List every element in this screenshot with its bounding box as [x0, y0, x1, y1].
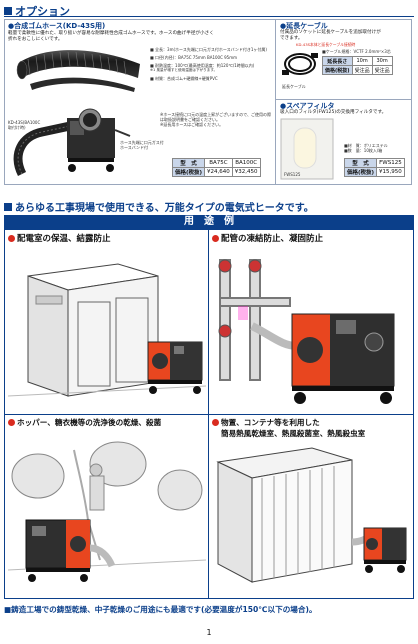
- filter-spec-material: ■材 質：ポリエステル: [344, 143, 388, 148]
- usage-panel-3-illustration: [8, 441, 206, 582]
- cable-table-price-header: 価格(税抜): [322, 65, 353, 75]
- page-number: 1: [206, 628, 212, 637]
- cable-table-price-1: 受注品: [351, 65, 373, 75]
- options-box: [4, 19, 412, 185]
- section-options-header: オプション: [4, 3, 414, 19]
- usage-panel-2-illustration: [218, 259, 395, 404]
- usage-panel-1-illustration: [8, 263, 206, 397]
- hose-table-price-1: ¥24,640: [204, 167, 233, 177]
- filter-desc: 吸入口のフィルタ(FW125)の交換用フィルタです。: [280, 110, 387, 115]
- usage-panel-4-illustration: [216, 447, 407, 583]
- hose-spec-heat: ■ 耐熱温度：100℃(最高使用温度：約120℃/1時間以内): [150, 63, 255, 68]
- usage-panel-1-text: 配電室の保温、結露防止: [17, 234, 111, 244]
- cable-caption: 延長ケーブル: [282, 84, 306, 89]
- cable-title: ●延長ケーブル: [280, 22, 328, 30]
- hose-spec-material: ■ 材質：合成ゴム+硬鋼線+硬質PVC: [150, 76, 218, 81]
- usage-panel-3-text: ホッパー、糖衣機等の洗浄後の乾燥、殺菌: [17, 418, 162, 427]
- hose-note-1: ※ホース接続に口元の温度上昇がございますので、ご使用の際は取扱説明書をご確認くだ…: [160, 112, 271, 122]
- filter-image-label: FWS125: [284, 172, 301, 177]
- cable-price-table: 延長長さ 10m 30m 価格(税抜) 受注品 受注品: [322, 56, 393, 75]
- cable-desc-line1: 付属品のソケットに延長ケーブルを追加取付けが: [280, 30, 381, 35]
- hose-table-type-header: 型 式: [171, 158, 206, 168]
- cable-desc: 付属品のソケットに延長ケーブルを追加取付けが できます。: [280, 30, 410, 42]
- section-options-title: オプション: [15, 5, 70, 18]
- cable-tag: KD-43S本体と延長ケーブル接続時: [296, 42, 356, 47]
- cable-table-price-2: 受注品: [371, 65, 393, 75]
- filter-table-price: ¥15,950: [376, 167, 405, 177]
- usage-panel-1-title: 配電室の保温、結露防止: [8, 232, 111, 244]
- hose-end-label-line2: ホースバンド付: [120, 145, 148, 150]
- usage-panel-4-text-2: 簡易熱風乾燥室、熱風殺菌室、熱風殺虫室: [221, 429, 366, 438]
- square-bullet-icon: [4, 202, 12, 211]
- hose-table-price-2: ¥32,450: [231, 167, 261, 177]
- footer-note: ■鋳造工場での鋳型乾燥、中子乾燥のご用途にも最適です(必要温度が150℃以下の場…: [4, 605, 317, 614]
- cable-desc-line2: できます。: [280, 36, 303, 41]
- cable-spec-note: ■ケーブル規格：VCTF 2.0mm²×3芯: [322, 49, 391, 54]
- heater-label-left: KD-43S(BA100C 取付け時): [8, 120, 48, 130]
- heater-label-left-line2: 取付け時): [8, 125, 26, 130]
- filter-price-table: 型 式 FWS125 価格(税抜) ¥15,950: [343, 158, 405, 177]
- hose-desc-line2: 折れをおこしにくいです。: [8, 37, 63, 42]
- section-options-rule: [4, 16, 414, 17]
- hose-table-model-1: BA75C: [204, 158, 233, 168]
- square-bullet-icon: [4, 7, 12, 15]
- cable-image: [282, 53, 318, 75]
- hose-table-model-2: BA100C: [231, 158, 261, 168]
- usage-panel-3-title: ホッパー、糖衣機等の洗浄後の乾燥、殺菌: [8, 417, 161, 428]
- heater-label-left-line1: KD-43S(BA100C: [8, 120, 41, 125]
- filter-specs: ■材 質：ポリエステル ■数 量：10枚入/箱: [344, 143, 412, 153]
- red-dot-icon: [8, 234, 15, 242]
- usage-panel-4-title: 物置、コンテナ等を利用した 簡易熱風乾燥室、熱風殺菌室、熱風殺虫室: [212, 417, 365, 439]
- filter-table-model: FWS125: [376, 158, 405, 168]
- hose-note-2: ※延長用ホースはご確認ください。: [160, 122, 224, 127]
- hose-specs: ■ 全長：3m(ホース先端に口元ガス付ホースバンド付き1ヶ付属) ■ 口径(内径…: [150, 47, 274, 81]
- hose-price-table: 型 式 BA75C BA100C 価格(税抜) ¥24,640 ¥32,450: [171, 158, 261, 177]
- hose-end-label-line1: ホース先端に口元ガス付: [120, 140, 164, 145]
- hose-end-label: ホース先端に口元ガス付 ホースバンド付: [120, 140, 170, 150]
- usage-grid-hline: [4, 414, 414, 415]
- filter-spec-quantity: ■数 量：10枚入/箱: [344, 148, 383, 153]
- filter-table-type-header: 型 式: [343, 158, 378, 168]
- cable-table-length-2: 30m: [371, 56, 393, 66]
- hose-desc-line1: 軽量で柔軟性に優れた、取り扱いが容易な耐摩耗性合成ゴムホースです。ホースの曲げ半…: [8, 31, 214, 36]
- hose-spec-length: ■ 全長：3m(ホース先端に口元ガス付ホースバンド付き1ヶ付属): [150, 47, 267, 52]
- hose-spec-note: ※1 風量が増すと使用温度は下がります。: [150, 68, 218, 72]
- filter-table-price-header: 価格(税抜): [343, 167, 378, 177]
- hose-table-price-header: 価格(税抜): [171, 167, 206, 177]
- red-dot-icon: [212, 234, 219, 242]
- hose-title: ●合成ゴムホース(KD-43S用): [8, 22, 106, 30]
- hose-spec-diameter: ■ 口径(内径)：BA75C 75mm BA100C 95mm: [150, 55, 238, 60]
- section-usage-title: あらゆる工事現場で使用できる、万能タイプの電気式ヒータです。: [15, 203, 314, 214]
- usage-examples-banner: 用 途 例: [4, 215, 414, 229]
- heater-with-hose-image: [13, 108, 131, 177]
- hose-notes: ※ホース接続に口元の温度上昇がございますので、ご使用の際は取扱説明書をご確認くだ…: [160, 112, 272, 127]
- options-divider: [275, 19, 276, 185]
- cable-table-length-header: 延長長さ: [322, 56, 353, 66]
- hose-desc: 軽量で柔軟性に優れた、取り扱いが容易な耐摩耗性合成ゴムホースです。ホースの曲げ半…: [8, 31, 273, 43]
- usage-panel-4-text-1: 物置、コンテナ等を利用した: [221, 418, 320, 427]
- filter-image: [280, 118, 334, 180]
- usage-panel-2-text: 配管の凍結防止、凝固防止: [221, 234, 324, 244]
- hose-image: [16, 50, 140, 92]
- usage-panel-2-title: 配管の凍結防止、凝固防止: [212, 232, 323, 244]
- options-divider-right: [276, 99, 412, 100]
- section-usage-header: あらゆる工事現場で使用できる、万能タイプの電気式ヒータです。: [4, 199, 414, 214]
- red-dot-icon: [8, 419, 15, 426]
- red-dot-icon: [212, 419, 219, 426]
- filter-title: ●スペアフィルタ: [280, 102, 335, 110]
- cable-table-length-1: 10m: [351, 56, 373, 66]
